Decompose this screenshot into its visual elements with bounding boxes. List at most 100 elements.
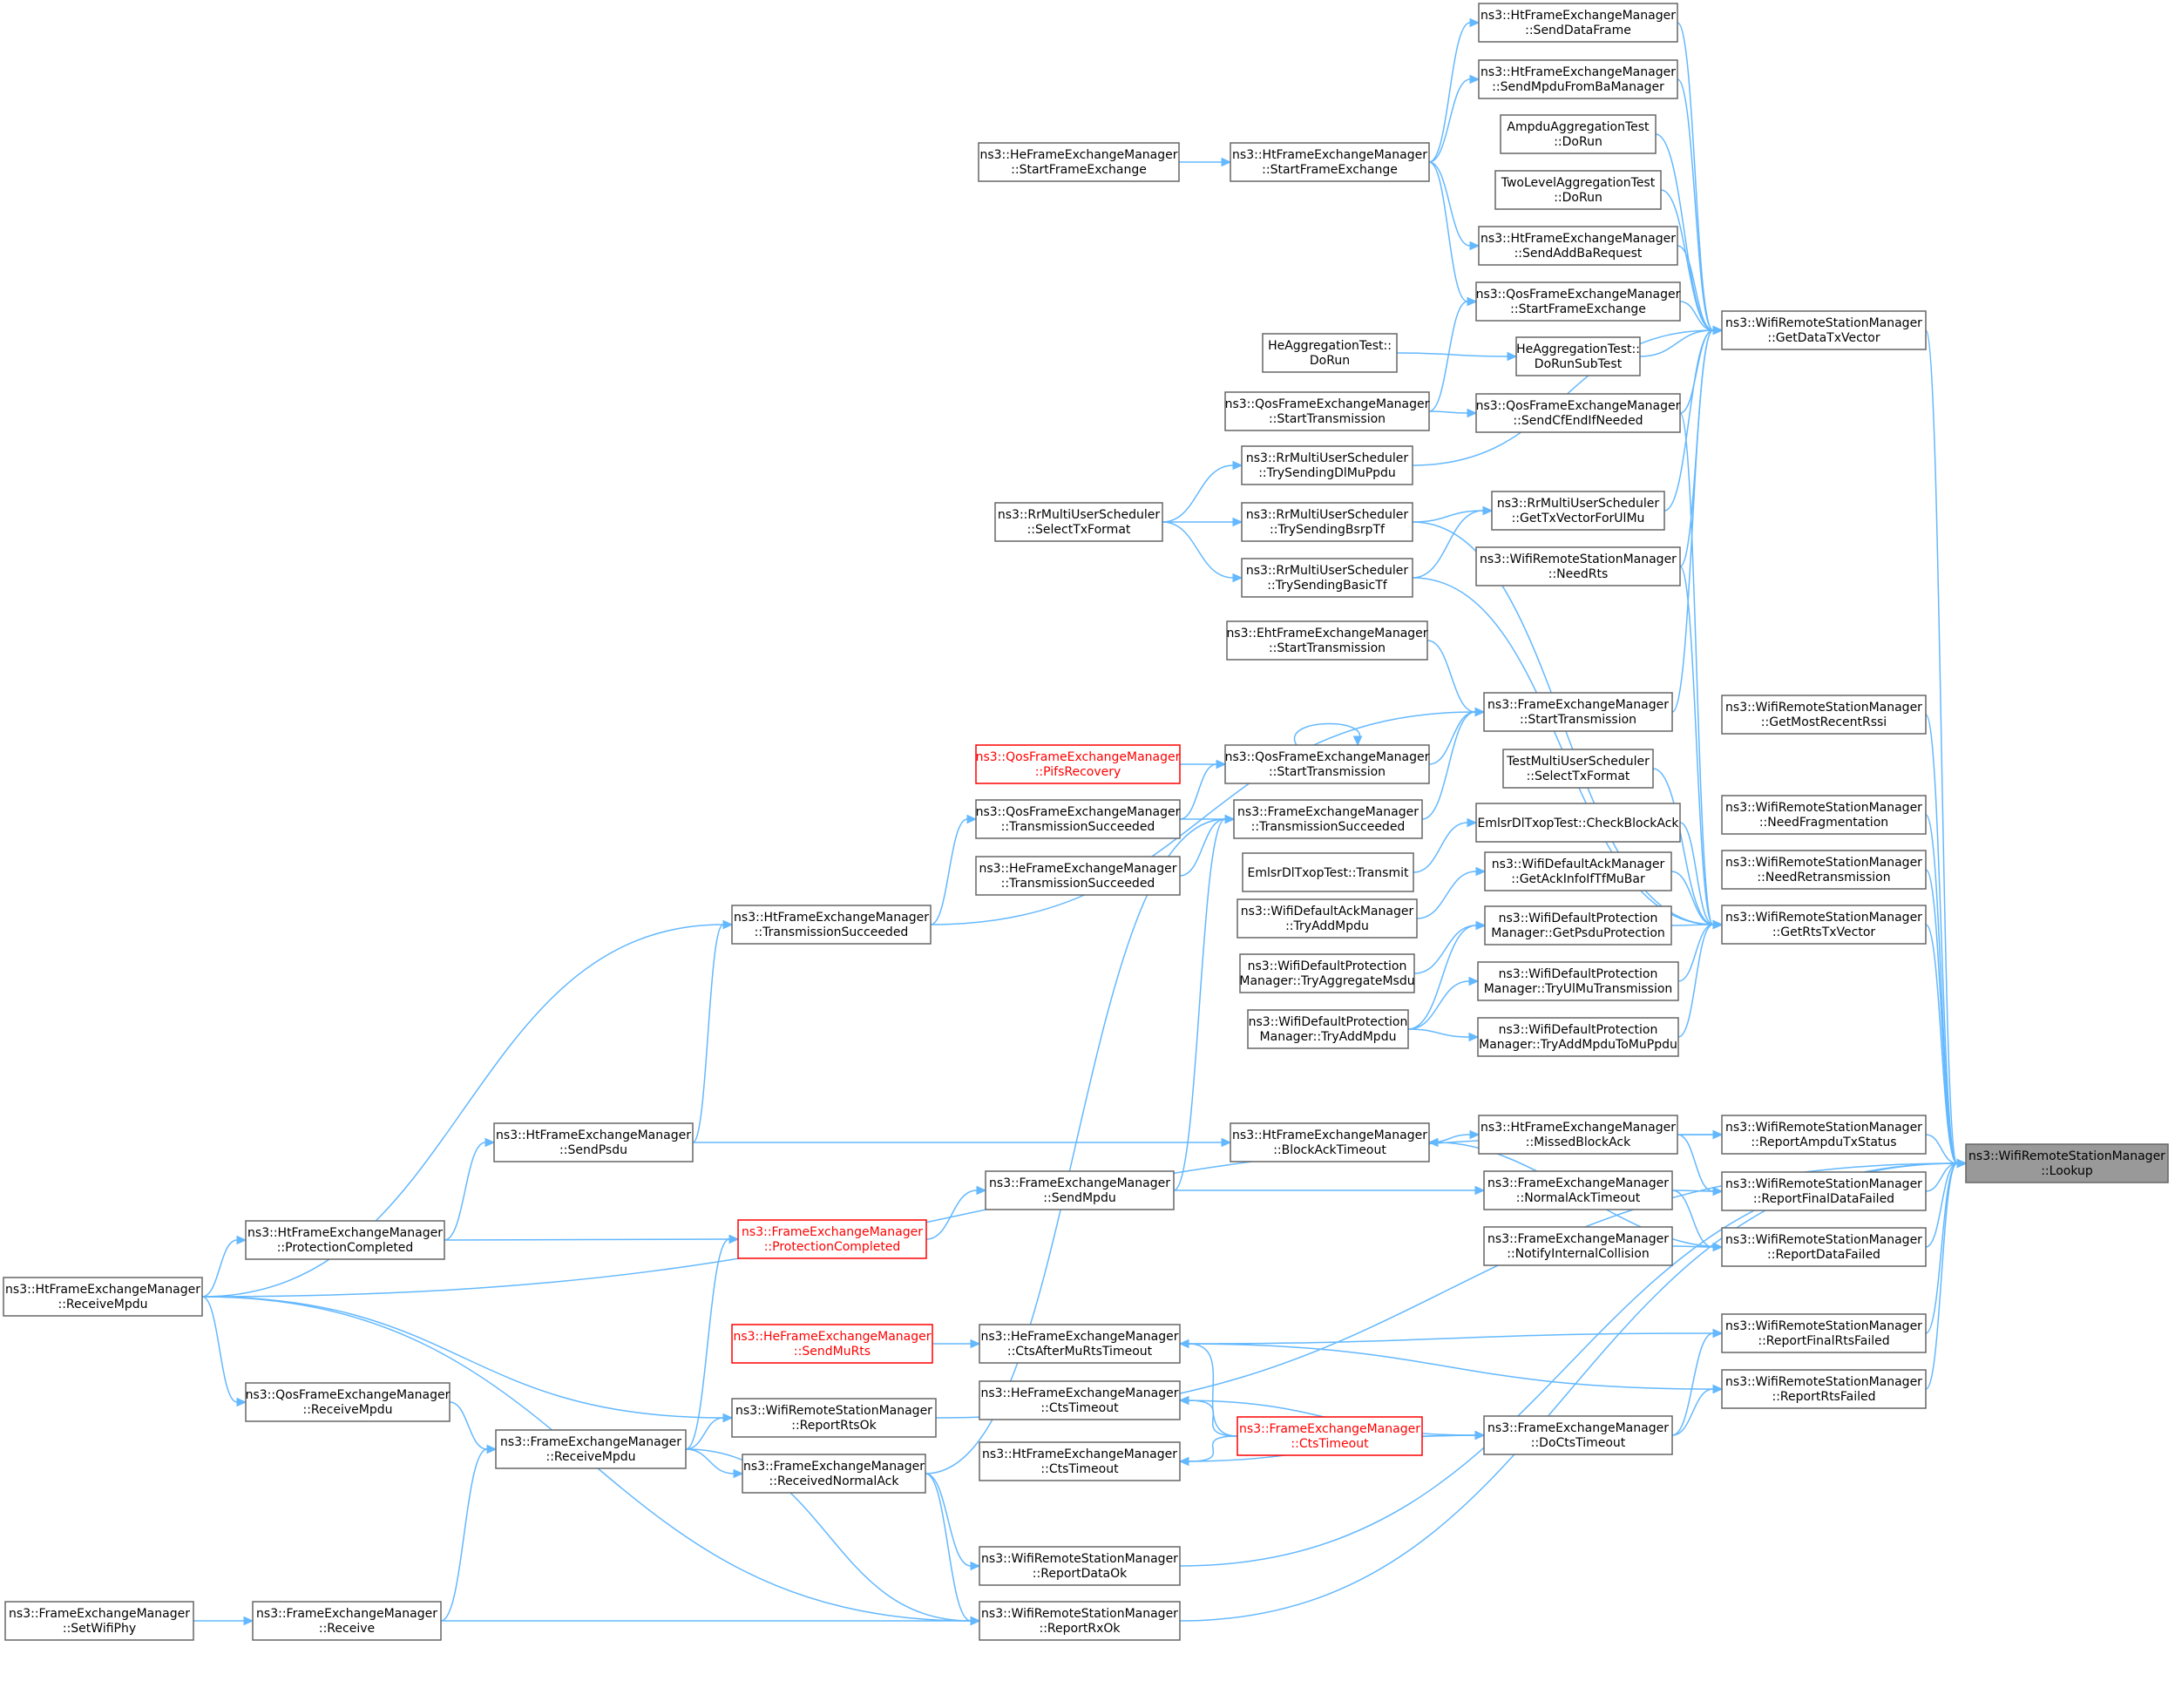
node-testMuSelectTxFormat[interactable]: TestMultiUserScheduler::SelectTxFormat	[1502, 749, 1654, 789]
node-htSendAddBa[interactable]: ns3::HtFrameExchangeManager::SendAddBaRe…	[1478, 226, 1678, 266]
node-htBlockAckTimeout[interactable]: ns3::HtFrameExchangeManager::BlockAckTim…	[1230, 1122, 1430, 1162]
node-protTryAddMpduToMu[interactable]: ns3::WifiDefaultProtectionManager::TryAd…	[1477, 1017, 1679, 1057]
node-htSendDataFrame[interactable]: ns3::HtFrameExchangeManager::SendDataFra…	[1478, 3, 1678, 43]
node-rrTrySendingBasic[interactable]: ns3::RrMultiUserScheduler::TrySendingBas…	[1241, 558, 1413, 598]
node-qosSendCfEnd[interactable]: ns3::QosFrameExchangeManager::SendCfEndI…	[1475, 393, 1681, 433]
node-heAggDoRun[interactable]: HeAggregationTest::DoRun	[1262, 333, 1398, 373]
node-needRetransmission[interactable]: ns3::WifiRemoteStationManager::NeedRetra…	[1721, 850, 1927, 890]
call-edge-emlsrTransmit-to-emlsrCheckBlockAck	[1413, 817, 1478, 873]
node-label-line: ::ReceiveMpdu	[546, 1450, 636, 1464]
node-feTransmissionSucceeded[interactable]: ns3::FrameExchangeManager::TransmissionS…	[1233, 799, 1423, 839]
node-box	[1230, 142, 1430, 182]
node-reportRtsFailed[interactable]: ns3::WifiRemoteStationManager::ReportRts…	[1721, 1369, 1927, 1409]
node-qosStartTransmissionA[interactable]: ns3::QosFrameExchangeManager::StartTrans…	[1224, 391, 1430, 431]
node-qosStartTransmissionB[interactable]: ns3::QosFrameExchangeManager::StartTrans…	[1224, 744, 1430, 784]
node-box	[737, 1219, 927, 1259]
node-htSendPsdu[interactable]: ns3::HtFrameExchangeManager::SendPsdu	[493, 1122, 694, 1162]
node-reportDataOk[interactable]: ns3::WifiRemoteStationManager::ReportDat…	[979, 1546, 1181, 1586]
node-heAggDoRunSubTest[interactable]: HeAggregationTest::DoRunSubTest	[1515, 336, 1641, 376]
node-rrGetTxVectorForUlMu[interactable]: ns3::RrMultiUserScheduler::GetTxVectorFo…	[1491, 491, 1665, 531]
node-label-line: ::TrySendingBsrpTf	[1270, 523, 1386, 537]
node-label-line: Manager::GetPsduProtection	[1491, 926, 1665, 940]
node-feReceive[interactable]: ns3::FrameExchangeManager::Receive	[252, 1601, 442, 1641]
node-getDataTxVector[interactable]: ns3::WifiRemoteStationManager::GetDataTx…	[1721, 310, 1927, 350]
node-feDoCtsTimeout[interactable]: ns3::FrameExchangeManager::DoCtsTimeout	[1483, 1415, 1673, 1455]
call-edge-feReceiveMpdu-to-feProtectionCompleted	[685, 1234, 740, 1450]
node-ehtStartTransmission[interactable]: ns3::EhtFrameExchangeManager::StartTrans…	[1226, 620, 1428, 661]
node-ackTryAddMpdu[interactable]: ns3::WifiDefaultAckManager::TryAddMpdu	[1237, 898, 1418, 939]
node-label-line: Manager::TryAddMpduToMuPpdu	[1479, 1038, 1677, 1052]
node-ackGetAckInfo[interactable]: ns3::WifiDefaultAckManager::GetAckInfoIf…	[1484, 851, 1672, 891]
node-heSendMuRts[interactable]: ns3::HeFrameExchangeManager::SendMuRts	[731, 1324, 933, 1364]
node-feNormalAckTimeout[interactable]: ns3::FrameExchangeManager::NormalAckTime…	[1483, 1170, 1673, 1210]
call-edge-heAggDoRun-to-heAggDoRunSubTest	[1396, 351, 1518, 362]
node-label-line: ::NeedRts	[1548, 567, 1609, 581]
node-label-line: ::ReportRxOk	[1040, 1622, 1121, 1636]
node-htProtectionCompleted[interactable]: ns3::HtFrameExchangeManager::ProtectionC…	[245, 1220, 445, 1260]
node-getMostRecentRssi[interactable]: ns3::WifiRemoteStationManager::GetMostRe…	[1721, 695, 1927, 735]
node-protTryAddMpdu[interactable]: ns3::WifiDefaultProtectionManager::TryAd…	[1247, 1009, 1409, 1049]
node-feProtectionCompleted[interactable]: ns3::FrameExchangeManager::ProtectionCom…	[737, 1219, 927, 1259]
node-htMissedBlockAck[interactable]: ns3::HtFrameExchangeManager::MissedBlock…	[1478, 1115, 1678, 1155]
node-qosReceiveMpdu[interactable]: ns3::QosFrameExchangeManager::ReceiveMpd…	[245, 1382, 451, 1422]
node-box	[1484, 851, 1672, 891]
node-label-line: ns3::HtFrameExchangeManager	[1232, 1128, 1427, 1142]
node-protTryAggMsdu[interactable]: ns3::WifiDefaultProtectionManager::TryAg…	[1239, 953, 1415, 993]
node-needFragmentation[interactable]: ns3::WifiRemoteStationManager::NeedFragm…	[1721, 795, 1927, 835]
node-heCtsAfterMuRts[interactable]: ns3::HeFrameExchangeManager::CtsAfterMuR…	[979, 1324, 1181, 1364]
node-box	[975, 744, 1181, 784]
node-protGetPsduProt[interactable]: ns3::WifiDefaultProtectionManager::GetPs…	[1484, 905, 1672, 946]
node-box	[975, 856, 1181, 896]
node-reportDataFailed[interactable]: ns3::WifiRemoteStationManager::ReportDat…	[1721, 1227, 1927, 1267]
node-label-line: ns3::QosFrameExchangeManager	[1225, 397, 1430, 411]
node-emlsrTransmit[interactable]: EmlsrDlTxopTest::Transmit	[1242, 852, 1414, 892]
node-htTransmissionSucceeded[interactable]: ns3::HtFrameExchangeManager::Transmissio…	[731, 905, 932, 945]
node-feSetWifiPhy[interactable]: ns3::FrameExchangeManager::SetWifiPhy	[4, 1601, 194, 1641]
node-heStartFrameExchange[interactable]: ns3::HeFrameExchangeManager::StartFrameE…	[978, 142, 1180, 182]
node-reportAmpduTxStatus[interactable]: ns3::WifiRemoteStationManager::ReportAmp…	[1721, 1115, 1927, 1155]
node-feNotifyInternalCollision[interactable]: ns3::FrameExchangeManager::NotifyInterna…	[1483, 1226, 1673, 1266]
node-ampduAggTest[interactable]: AmpduAggregationTest::DoRun	[1500, 114, 1657, 154]
node-heTransmissionSucceeded[interactable]: ns3::HeFrameExchangeManager::Transmissio…	[975, 856, 1181, 896]
node-feSendMpdu[interactable]: ns3::FrameExchangeManager::SendMpdu	[985, 1170, 1175, 1210]
node-box	[1478, 59, 1678, 99]
node-emlsrCheckBlockAck[interactable]: EmlsrDlTxopTest::CheckBlockAck	[1475, 803, 1681, 843]
node-label-line: ::SendMpdu	[1043, 1191, 1115, 1205]
node-box	[1721, 1369, 1927, 1409]
node-rrTrySendingBsrp[interactable]: ns3::RrMultiUserScheduler::TrySendingBsr…	[1241, 502, 1413, 542]
node-rrTrySendingDlMu[interactable]: ns3::RrMultiUserScheduler::TrySendingDlM…	[1241, 445, 1413, 485]
node-getRtsTxVector[interactable]: ns3::WifiRemoteStationManager::GetRtsTxV…	[1721, 905, 1927, 945]
node-label-line: DoRun	[1310, 354, 1350, 368]
node-feStartTransmission[interactable]: ns3::FrameExchangeManager::StartTransmis…	[1483, 692, 1673, 732]
node-heCtsTimeout[interactable]: ns3::HeFrameExchangeManager::CtsTimeout	[979, 1380, 1181, 1420]
node-label-line: ns3::HeFrameExchangeManager	[979, 862, 1176, 876]
node-box	[1478, 1115, 1678, 1155]
node-reportRtsOk[interactable]: ns3::WifiRemoteStationManager::ReportRts…	[731, 1398, 937, 1438]
node-htStartFrameExchange[interactable]: ns3::HtFrameExchangeManager::StartFrameE…	[1230, 142, 1430, 182]
node-htReceiveMpdu[interactable]: ns3::HtFrameExchangeManager::ReceiveMpdu	[3, 1277, 203, 1317]
node-protTryUlMu[interactable]: ns3::WifiDefaultProtectionManager::TryUl…	[1477, 961, 1679, 1001]
node-feReceiveMpdu[interactable]: ns3::FrameExchangeManager::ReceiveMpdu	[495, 1429, 687, 1469]
node-reportFinalRtsFailed[interactable]: ns3::WifiRemoteStationManager::ReportFin…	[1721, 1313, 1927, 1353]
node-box	[979, 1324, 1181, 1364]
call-edge-qosSendCfEnd-to-getRtsTxVector	[1679, 412, 1724, 930]
node-twoLevelAggTest[interactable]: TwoLevelAggregationTest::DoRun	[1494, 170, 1662, 210]
node-label-line: ::SendMpduFromBaManager	[1492, 80, 1664, 94]
node-feCtsTimeout[interactable]: ns3::FrameExchangeManager::CtsTimeout	[1237, 1416, 1423, 1456]
node-box	[1502, 749, 1654, 789]
node-lookup[interactable]: ns3::WifiRemoteStationManager::Lookup	[1965, 1143, 2169, 1183]
node-qosStartFrameExchange[interactable]: ns3::QosFrameExchangeManager::StartFrame…	[1475, 281, 1681, 322]
node-htCtsTimeout[interactable]: ns3::HtFrameExchangeManager::CtsTimeout	[979, 1441, 1181, 1481]
node-label-line: ns3::WifiRemoteStationManager	[1725, 1177, 1922, 1191]
node-qosPifsRecovery[interactable]: ns3::QosFrameExchangeManager::PifsRecove…	[975, 744, 1181, 784]
node-feReceivedNormalAck[interactable]: ns3::FrameExchangeManager::ReceivedNorma…	[742, 1454, 926, 1494]
node-qosTransmissionSucceeded[interactable]: ns3::QosFrameExchangeManager::Transmissi…	[975, 799, 1181, 839]
node-label-line: ns3::QosFrameExchangeManager	[976, 805, 1181, 819]
node-reportFinalDataFailed[interactable]: ns3::WifiRemoteStationManager::ReportFin…	[1721, 1171, 1927, 1211]
node-label-line: ::Lookup	[2041, 1164, 2093, 1178]
node-rrSelectTxFormat[interactable]: ns3::RrMultiUserScheduler::SelectTxForma…	[994, 502, 1163, 542]
node-needRts[interactable]: ns3::WifiRemoteStationManager::NeedRts	[1475, 546, 1681, 586]
node-reportRxOk[interactable]: ns3::WifiRemoteStationManager::ReportRxO…	[979, 1601, 1181, 1641]
node-box	[731, 1398, 937, 1438]
node-htSendMpduFromBa[interactable]: ns3::HtFrameExchangeManager::SendMpduFro…	[1478, 59, 1678, 99]
